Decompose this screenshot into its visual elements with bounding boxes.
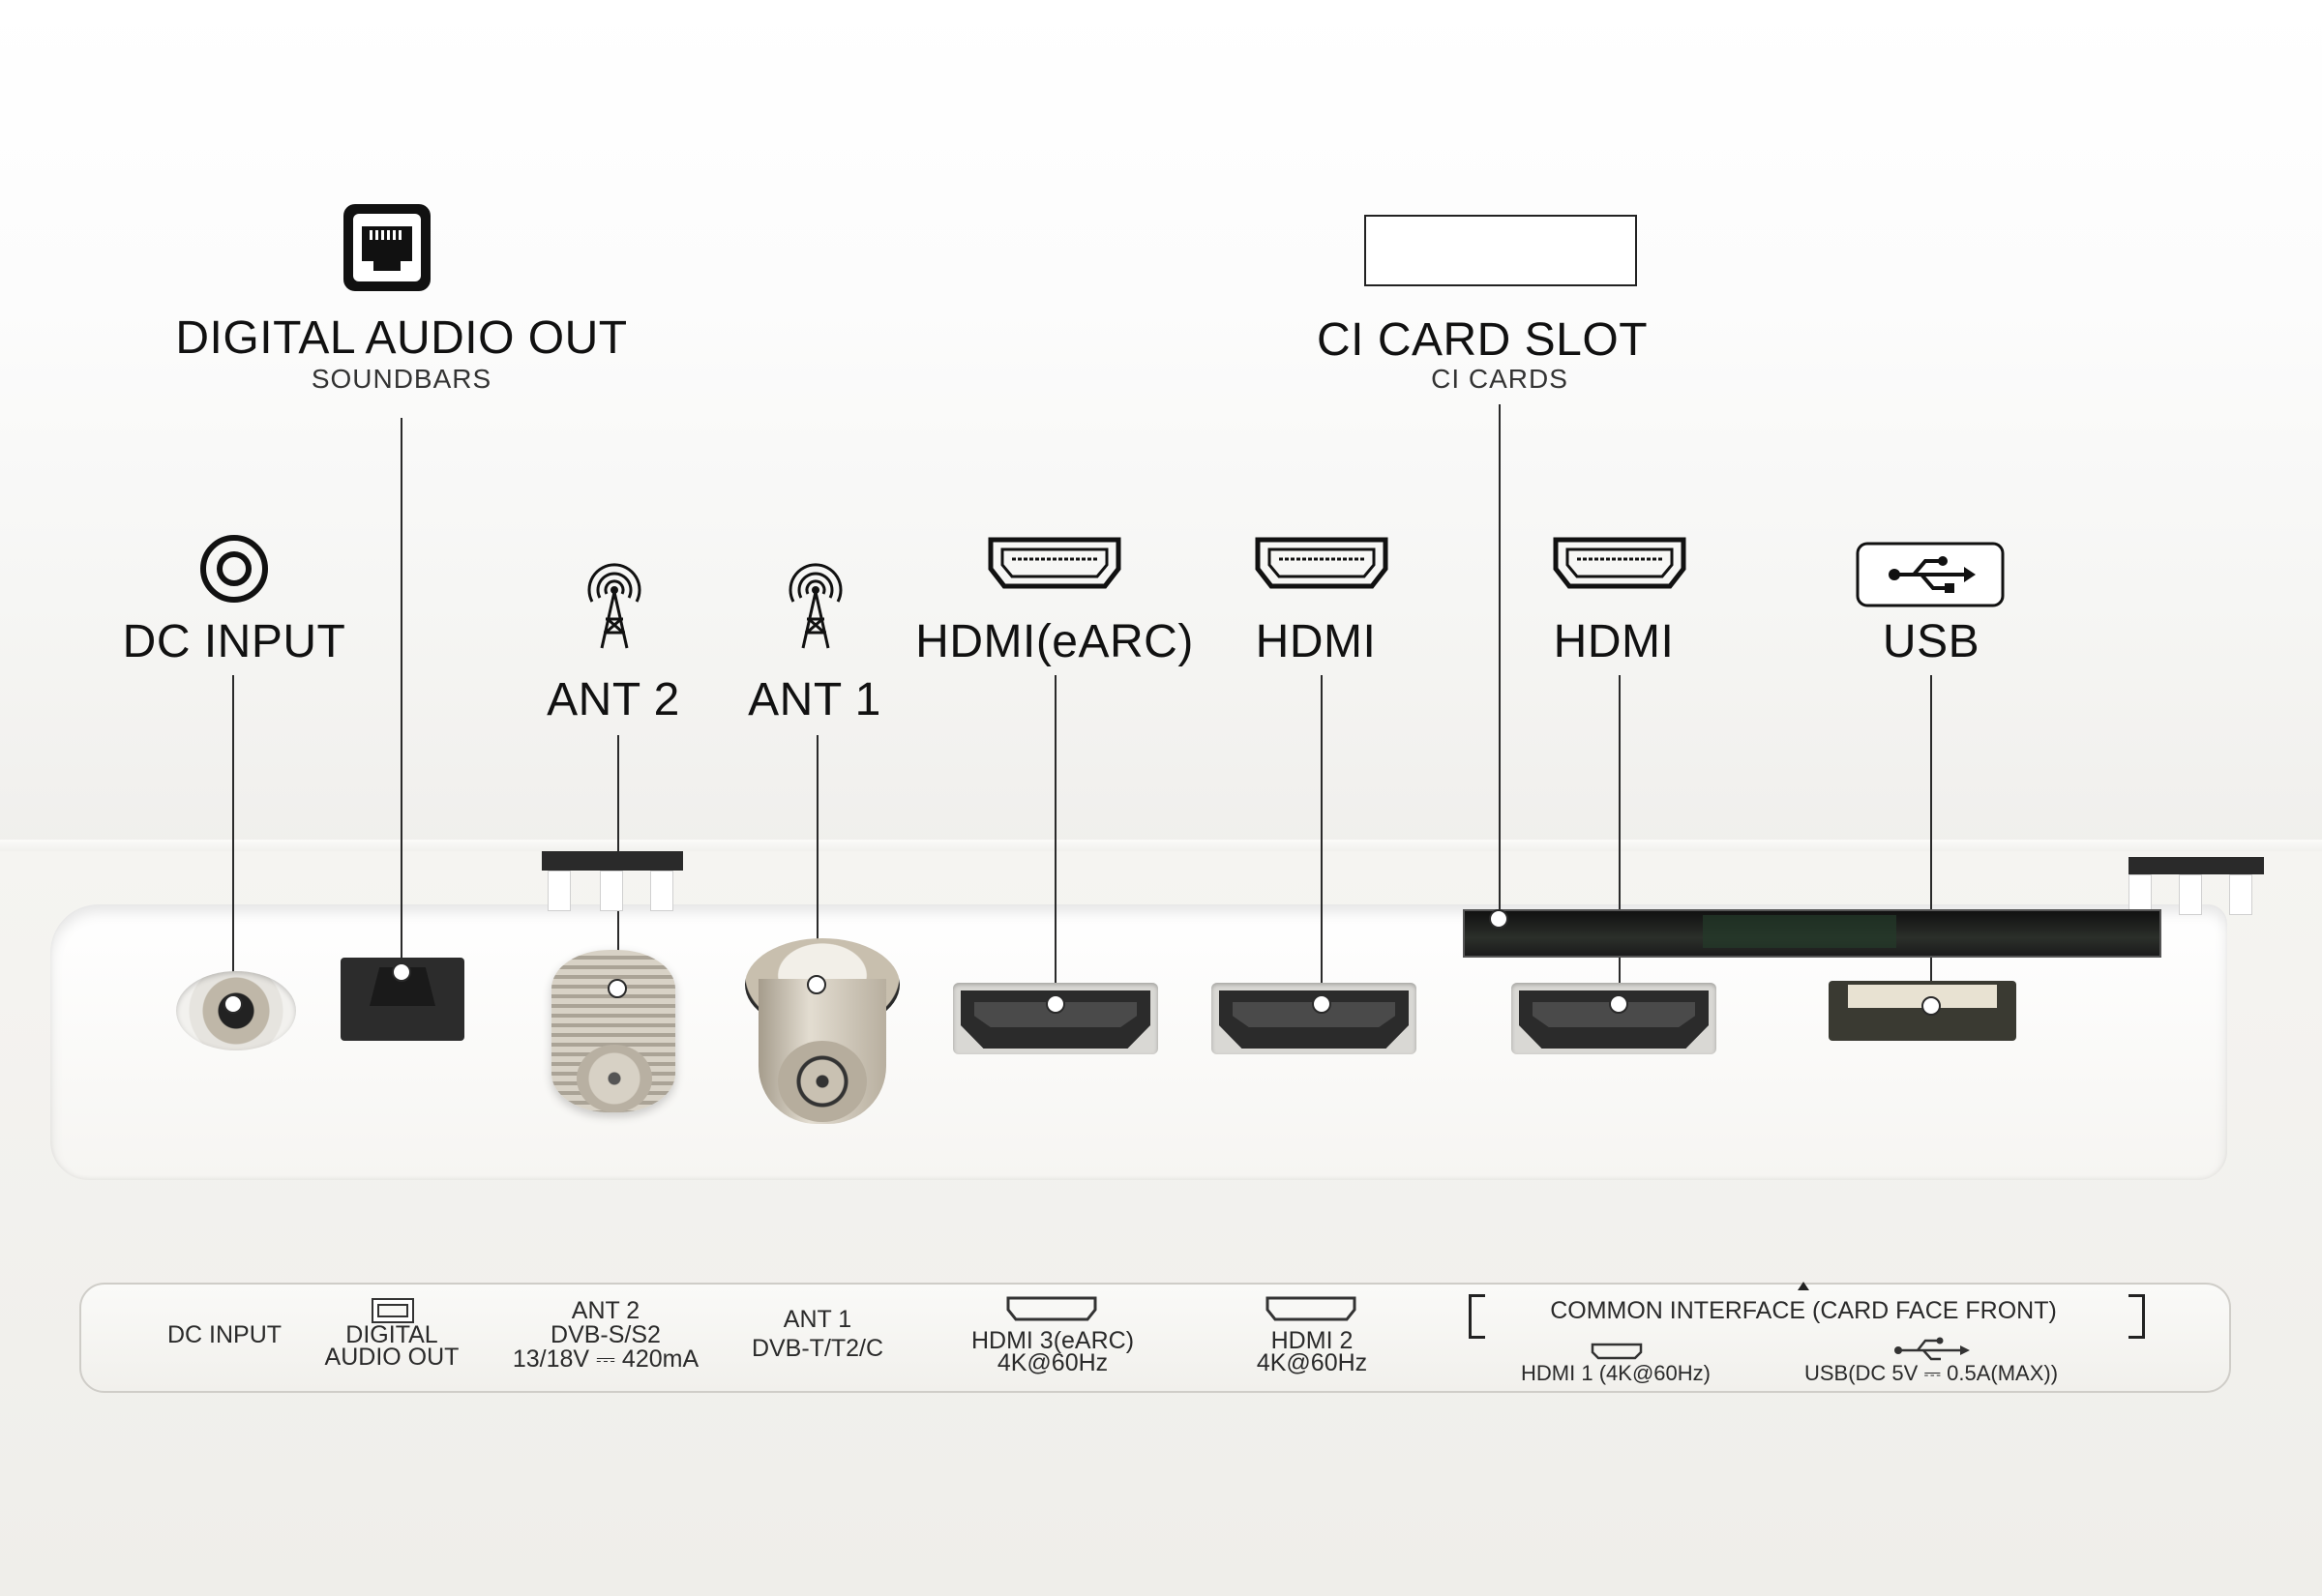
ant2-title: ANT 2 xyxy=(547,674,680,725)
strip-hdmi3-line2: 4K@60Hz xyxy=(997,1349,1109,1376)
strip-usb-icon xyxy=(1894,1337,1970,1361)
dc-input-title: DC INPUT xyxy=(122,616,346,667)
digital-audio-title: DIGITAL AUDIO OUT xyxy=(175,312,628,364)
port-label-strip xyxy=(79,1283,2231,1393)
hdmi-icon xyxy=(1255,537,1388,589)
usb-icon xyxy=(1856,542,2005,607)
strip-hdmi3-icon xyxy=(1006,1296,1097,1321)
antenna-tower-icon xyxy=(587,563,641,649)
strip-bracket-left xyxy=(1469,1294,1485,1339)
strip-ant2-line1: ANT 2 xyxy=(571,1297,640,1324)
strip-hdmi2-line1: HDMI 2 xyxy=(1270,1327,1354,1354)
strip-dc-input: DC INPUT xyxy=(166,1321,283,1348)
digital-audio-subtitle: SOUNDBARS xyxy=(311,364,492,394)
clip-foot xyxy=(548,871,571,911)
strip-digital-audio-line2: AUDIO OUT xyxy=(324,1344,460,1371)
hdmi-earc-leader xyxy=(1055,675,1057,1004)
dc-input-leader xyxy=(232,675,234,1004)
usb-leader xyxy=(1930,675,1932,1004)
clip-foot xyxy=(2179,874,2202,915)
clip-foot xyxy=(650,871,673,911)
hdmi-title: HDMI xyxy=(1255,616,1377,667)
circle-port-icon xyxy=(200,535,268,603)
strip-usb: USB(DC 5V ⎓ 0.5A(MAX)) xyxy=(1803,1361,2059,1385)
hdmi-earc-title: HDMI(eARC) xyxy=(915,616,1194,667)
hdmi2-marker xyxy=(1312,994,1331,1014)
strip-digital-audio-icon xyxy=(372,1298,414,1323)
strip-ant1-line1: ANT 1 xyxy=(783,1306,852,1333)
ant1-title: ANT 1 xyxy=(748,674,881,725)
strip-hdmi2-line2: 4K@60Hz xyxy=(1256,1349,1368,1376)
strip-bracket-right xyxy=(2128,1294,2145,1339)
ci-slot-marker xyxy=(1489,909,1508,929)
strip-common-interface: COMMON INTERFACE (CARD FACE FRONT) xyxy=(1550,1297,2057,1324)
hdmi-icon xyxy=(988,537,1121,589)
strip-hdmi1-icon xyxy=(1591,1343,1643,1360)
strip-digital-audio-line1: DIGITAL xyxy=(345,1321,438,1348)
ci-slot-title: CI CARD SLOT xyxy=(1316,314,1649,366)
hdmi-icon xyxy=(1553,537,1686,589)
mounting-clip xyxy=(542,851,683,871)
dc-input-marker xyxy=(223,994,243,1014)
strip-hdmi3-line1: HDMI 3(eARC) xyxy=(970,1327,1135,1354)
strip-ant2-line3: 13/18V ⎓ 420mA xyxy=(512,1345,700,1373)
mounting-clip xyxy=(2128,857,2264,874)
ethernet-port-icon xyxy=(343,204,431,291)
strip-hdmi2-icon xyxy=(1265,1296,1356,1321)
strip-ant1-line2: DVB-T/T2/C xyxy=(751,1335,884,1362)
usb-title: USB xyxy=(1882,616,1980,667)
hdmi3-marker xyxy=(1046,994,1065,1014)
usb-marker xyxy=(1921,996,1941,1016)
strip-arrow-up-icon xyxy=(1798,1282,1809,1290)
optical-audio-marker xyxy=(392,962,411,982)
hdmi-leader xyxy=(1619,675,1621,1004)
clip-foot xyxy=(600,871,623,911)
antenna-tower-icon xyxy=(789,563,843,649)
ant1-marker xyxy=(807,975,826,994)
ci-slot-leader xyxy=(1499,404,1501,919)
ci-slot-subtitle: CI CARDS xyxy=(1431,364,1568,394)
hdmi1-marker xyxy=(1609,994,1628,1014)
ant1-leader xyxy=(817,735,819,985)
card-slot-icon xyxy=(1364,215,1637,286)
digital-audio-leader xyxy=(401,418,402,974)
terrestrial-coax-core xyxy=(778,1041,867,1122)
hdmi-title: HDMI xyxy=(1553,616,1675,667)
satellite-f-connector-core xyxy=(577,1045,652,1112)
strip-hdmi1: HDMI 1 (4K@60Hz) xyxy=(1521,1361,1711,1385)
strip-ant2-line2: DVB-S/S2 xyxy=(551,1321,661,1348)
hdmi-leader xyxy=(1321,675,1323,1004)
background-wall xyxy=(0,0,2322,851)
clip-foot xyxy=(2229,874,2252,915)
ci-card-slot-pcb xyxy=(1703,915,1896,948)
ant2-marker xyxy=(608,979,627,998)
